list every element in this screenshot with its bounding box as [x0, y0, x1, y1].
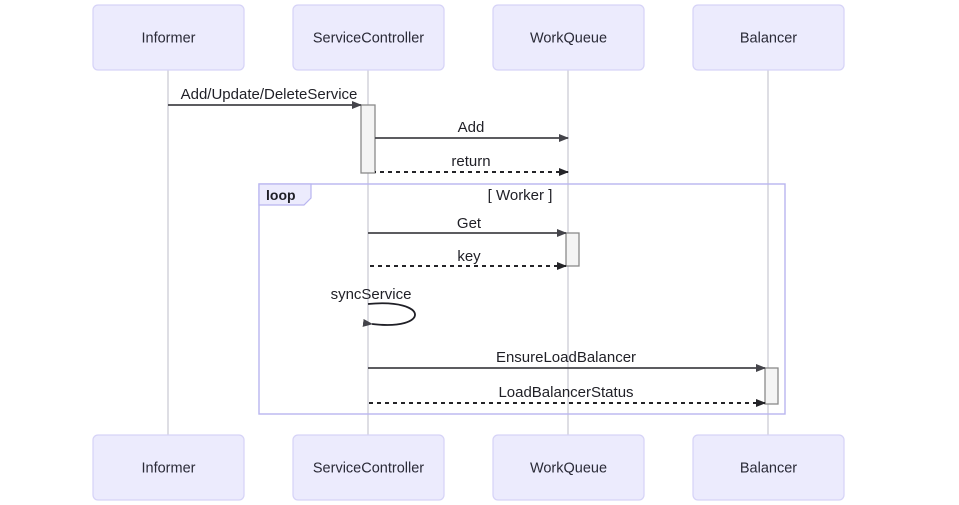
participant-box[interactable] [492, 434, 645, 501]
message-label: LoadBalancerStatus [498, 384, 633, 401]
message-label: return [451, 153, 490, 170]
participant-balancer-bottom[interactable]: Balancer [692, 434, 845, 501]
participant-informer-bottom[interactable]: Informer [92, 434, 245, 501]
fragment-condition-label: [ Worker ] [488, 187, 553, 204]
fragment-tab [258, 183, 312, 206]
participant-label: ServiceController [313, 460, 424, 476]
message-label: EnsureLoadBalancer [496, 349, 636, 366]
participant-workqueue-bottom[interactable]: WorkQueue [492, 434, 645, 501]
message-m6: syncService [331, 286, 416, 327]
participant-label: ServiceController [313, 30, 424, 46]
message-arrow-self [362, 302, 416, 327]
fragments-layer: loop [ Worker ] [258, 183, 786, 415]
participant-label: WorkQueue [530, 30, 607, 46]
activation-bar-workqueue [565, 232, 580, 267]
message-label: Add/Update/DeleteService [181, 86, 358, 103]
participant-box[interactable] [692, 434, 845, 501]
message-label: Add [458, 119, 485, 136]
message-m8: LoadBalancerStatus [368, 384, 766, 407]
message-m1: Add/Update/DeleteService [168, 86, 362, 109]
message-label: Get [457, 215, 482, 232]
participant-informer-top[interactable]: Informer [92, 4, 245, 71]
activation-bar-servicecontroller [360, 104, 376, 174]
fragment-operator-label: loop [266, 187, 296, 203]
activation-bar-balancer [764, 367, 779, 405]
participant-box[interactable] [292, 4, 445, 71]
participant-label: Informer [142, 460, 196, 476]
message-m7: EnsureLoadBalancer [368, 349, 766, 372]
participant-box[interactable] [292, 434, 445, 501]
participant-box[interactable] [92, 4, 245, 71]
message-label: syncService [331, 286, 412, 303]
participant-label: Informer [142, 30, 196, 46]
message-m2: Add [375, 119, 569, 142]
participant-box[interactable] [492, 4, 645, 71]
participant-label: Balancer [740, 30, 797, 46]
fragment-loop-loop-worker: loop [ Worker ] [258, 183, 786, 415]
participant-workqueue-top[interactable]: WorkQueue [492, 4, 645, 71]
participant-label: WorkQueue [530, 460, 607, 476]
message-m3: return [375, 153, 569, 176]
participant-box[interactable] [92, 434, 245, 501]
participant-servicecontroller-bottom[interactable]: ServiceController [292, 434, 445, 501]
participant-balancer-top[interactable]: Balancer [692, 4, 845, 71]
participant-servicecontroller-top[interactable]: ServiceController [292, 4, 445, 71]
message-m5: key [368, 248, 567, 270]
fragment-border [258, 183, 786, 415]
message-label: key [457, 248, 481, 265]
message-m4: Get [368, 215, 567, 237]
activations-layer [360, 104, 779, 405]
participant-label: Balancer [740, 460, 797, 476]
participant-box[interactable] [692, 4, 845, 71]
